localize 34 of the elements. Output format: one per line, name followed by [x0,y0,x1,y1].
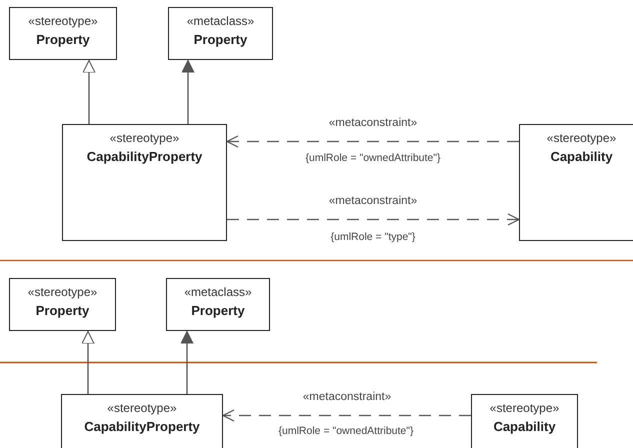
stereotype-label: «metaclass» [184,284,252,300]
dashed-arrow [227,213,520,226]
stereotype-label: «stereotype» [490,400,560,416]
stereotype-label: «metaclass» [186,13,254,29]
generalization-arrow [82,60,96,124]
class-name: Capability [493,418,556,436]
extension-arrow [182,60,194,124]
class-box [9,278,116,331]
class-box [168,7,273,60]
class-name: CapabilityProperty [86,148,202,166]
class-name: Property [194,31,248,49]
stereotype-label: «stereotype» [28,284,98,300]
class-box [519,124,633,241]
stereotype-label: «stereotype» [546,130,616,146]
class-name: Property [36,302,90,320]
stereotype-label: «stereotype» [107,400,177,416]
class-box [166,278,270,331]
class-name: Capability [550,148,613,166]
dashed-arrow [226,135,519,148]
constraint-label: {umlRole = "ownedAttribute"} [304,151,442,165]
stereotype-label: «stereotype» [28,13,98,29]
constraint-label: {umlRole = "ownedAttribute"} [276,424,416,438]
stereotype-label: «stereotype» [110,130,180,146]
class-box [471,394,578,448]
constraint-label: {umlRole = "type"} [328,230,418,244]
class-box [61,394,223,448]
dashed-arrow [222,409,471,422]
class-name: CapabilityProperty [84,418,200,436]
class-box [62,124,227,241]
class-name: Property [191,302,245,320]
class-box [9,7,117,60]
extension-arrow [180,331,194,394]
generalization-arrow [82,331,94,394]
class-name: Property [36,31,90,49]
